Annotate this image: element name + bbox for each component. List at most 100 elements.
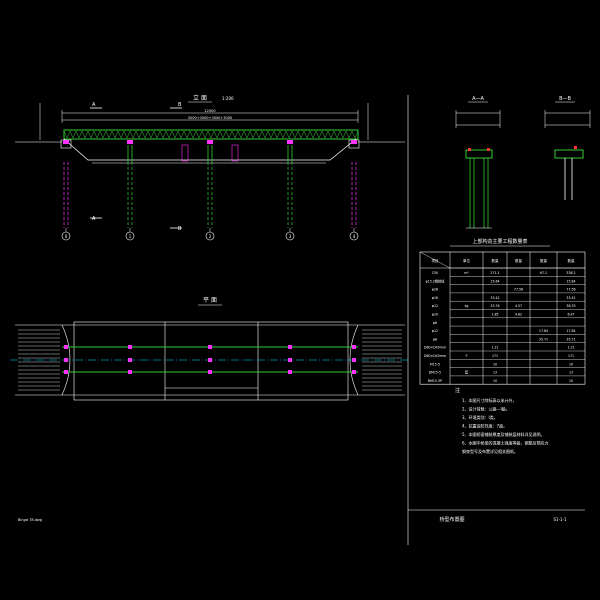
table-cell: φ12	[432, 304, 438, 308]
elevation-title: 立 面	[193, 94, 207, 102]
elevation-scale: 1:200	[222, 96, 234, 101]
section-mark-b-top: B	[178, 102, 182, 108]
table-cell: 1.21	[491, 346, 498, 350]
pier-0	[60, 139, 72, 228]
girder-profile	[63, 138, 357, 161]
table-cell: φ28	[432, 288, 438, 292]
note-line: 钢束型号及布置详见相关图纸。	[462, 448, 518, 454]
table-cell: 17.84	[566, 329, 575, 333]
table-cell: 个	[465, 354, 469, 358]
section-aa-view: A—A	[455, 96, 501, 229]
table-cell: 33.76	[490, 304, 499, 308]
table-cell: 1.85	[491, 313, 498, 317]
table-header-cell: 数量	[568, 258, 576, 263]
section-bb-view: B—B	[544, 96, 591, 200]
table-cell: φ16	[432, 296, 438, 300]
table-title: 上部构造主要工程数量表	[472, 238, 527, 245]
table-cell: D80×D40mm	[424, 346, 446, 350]
elevation-view: 立 面 1:200 A B A B 12000 3000+3000+3000+3…	[15, 94, 405, 241]
pier-number: 0	[65, 234, 68, 239]
table-cell: 15.64	[490, 279, 499, 283]
table-cell: 33.42	[490, 296, 499, 300]
table-cell: φ12	[432, 329, 438, 333]
table-cell: 10	[569, 379, 573, 383]
table-cell: 13	[569, 371, 573, 375]
table-cell: φ8	[433, 337, 437, 341]
table-cell: 171	[568, 354, 574, 358]
table-header-cell: 数量	[515, 258, 523, 263]
deck-truss	[63, 130, 359, 139]
table-cell: 77.56	[514, 288, 523, 292]
piers-elevation	[60, 139, 360, 228]
table-cell: BM15-5P	[428, 379, 442, 383]
table-cell: 17.84	[539, 329, 548, 333]
section-bb-title: B—B	[559, 96, 571, 102]
section-mark-b-bottom: B	[178, 226, 182, 232]
note-line: 5、本图桥面铺装厚度及铺装层材料详见说明。	[462, 431, 545, 437]
table-cell: 15.64	[566, 279, 575, 283]
table-cell: m³	[464, 271, 469, 275]
deck-girder	[63, 129, 359, 140]
table-cell: 338.2	[566, 271, 575, 275]
plan-view: 平 面	[10, 297, 410, 401]
table-cell: 13	[493, 371, 497, 375]
section-mark-a-bottom: A	[92, 216, 96, 222]
notes-heading: 注	[455, 387, 460, 394]
table-cell: 171	[492, 354, 498, 358]
table-cell: 35.71	[539, 337, 548, 341]
table-cell: 67.1	[540, 271, 547, 275]
table-cell: 38.33	[566, 304, 575, 308]
note-line: 1、本图尺寸除标高以米计外，	[462, 397, 517, 403]
table-cell: 4.62	[515, 313, 522, 317]
pier-number: 4	[353, 234, 356, 239]
table-cell: φ8	[433, 321, 437, 325]
table-header-cell: 数量	[492, 258, 500, 263]
table-cell: 6.47	[567, 313, 574, 317]
table-cell: M15-5	[430, 362, 440, 366]
span-detail: 3000+3000+3000+3000	[188, 116, 232, 120]
table-cell: 33.42	[566, 296, 575, 300]
pier-label-2: 2	[205, 228, 215, 241]
table-cell: C50	[432, 271, 438, 275]
pier-1	[127, 140, 133, 228]
table-cell: φ10	[432, 313, 438, 317]
table-header-cell: 数量	[540, 258, 548, 263]
table-cell: D80×D40mm	[424, 354, 446, 358]
pier-number: 1	[129, 234, 132, 239]
pier-label-4: 4	[349, 228, 359, 241]
pier-3	[287, 140, 293, 228]
note-line: 2、设计荷载：公路—I级。	[462, 406, 510, 412]
table-cell: 10	[569, 362, 573, 366]
sheet-number: S1-1-1	[553, 517, 567, 522]
file-name: Bingd 78.dwg	[18, 518, 42, 522]
pier-2	[207, 140, 213, 228]
table-cell: 1.21	[567, 346, 574, 350]
table-header-cell: 项目	[432, 258, 439, 263]
notes-block: 注 1、本图尺寸除标高以米计外， 2、设计荷载：公路—I级。 3、环境类别：I类。 4…	[455, 387, 549, 454]
plan-title: 平 面	[203, 297, 217, 304]
table-cell: BM15-5	[429, 371, 441, 375]
sheet-frame	[407, 95, 585, 545]
pier-label-0: 0	[61, 228, 71, 241]
table-cell: 10	[493, 362, 497, 366]
table-cell: 35.71	[566, 337, 575, 341]
note-line: 6、本图中桥梁的混凝土强度等级，钢筋及预应力	[462, 440, 549, 446]
sheet-title: 桥型布置图	[439, 516, 464, 523]
note-line: 3、环境类别：I类。	[462, 414, 498, 420]
table-header-cell: 单位	[463, 258, 471, 263]
pier-number: 2	[209, 234, 212, 239]
section-aa-title: A—A	[472, 96, 484, 102]
pier-label-1: 1	[125, 228, 135, 241]
table-cell: 10	[493, 379, 497, 383]
table-cell: 4.57	[515, 304, 522, 308]
approach-slab-right	[362, 329, 402, 391]
table-cell: 271.1	[490, 271, 499, 275]
note-line: 4、抗震设防烈度：7度。	[462, 423, 507, 429]
pier-4	[348, 139, 360, 228]
span-total: 12000	[204, 109, 215, 113]
table-cell: 套	[465, 370, 469, 375]
section-mark-a-top: A	[92, 102, 96, 108]
table-cell: 77.56	[566, 288, 575, 292]
table-cell: kg	[465, 304, 469, 308]
